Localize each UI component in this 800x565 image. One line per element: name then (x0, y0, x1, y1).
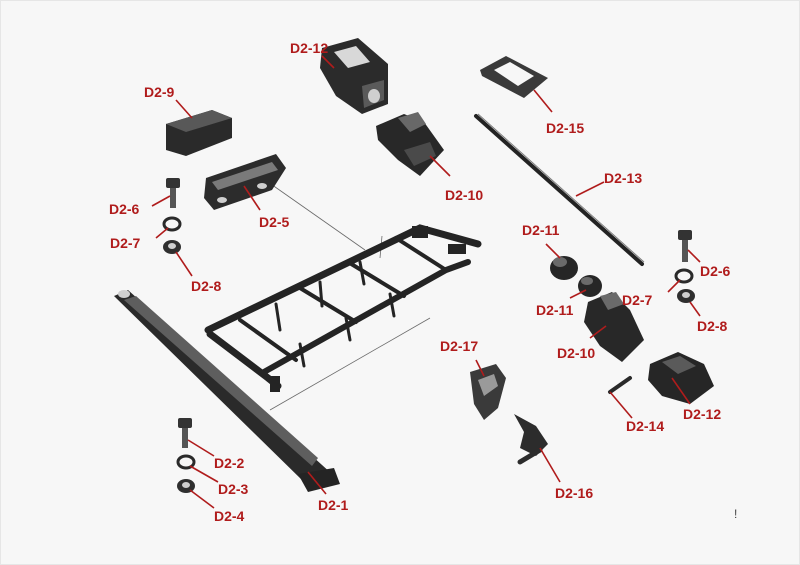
part-d2-7-left-washer (162, 216, 182, 232)
leader-d2-11-top (545, 243, 561, 259)
part-d2-17-clip (470, 364, 506, 420)
leader-lines (151, 55, 701, 509)
part-d2-7-right-washer (674, 268, 694, 284)
part-d2-11-bushing-bottom (578, 275, 602, 297)
label-d2-11-bottom: D2-11 (536, 302, 574, 318)
leader-d2-13 (575, 181, 605, 197)
label-d2-1: D2-1 (318, 497, 349, 513)
part-d2-14-pin (608, 376, 632, 394)
leader-d2-15 (533, 89, 553, 113)
part-d2-10-bottom-mount (584, 292, 644, 362)
label-d2-10-bottom: D2-10 (557, 345, 596, 361)
part-d2-2-bolt (178, 418, 192, 448)
label-d2-5: D2-5 (259, 214, 290, 230)
leader-d2-11-bottom (569, 289, 587, 299)
label-d2-9: D2-9 (144, 84, 175, 100)
label-d2-13: D2-13 (604, 170, 643, 186)
label-d2-17: D2-17 (440, 338, 479, 354)
part-d2-8-right-nut (677, 289, 695, 303)
leader-d2-7-left (155, 227, 169, 239)
label-d2-12-bottom: D2-12 (683, 406, 722, 422)
leader-d2-12-bottom (671, 377, 691, 405)
label-d2-10-top: D2-10 (445, 187, 484, 203)
part-d2-16-stud-bracket (514, 414, 548, 465)
label-d2-3: D2-3 (218, 481, 249, 497)
part-d2-9-block (166, 110, 232, 156)
part-d2-13-rod (474, 113, 645, 266)
leader-d2-10-bottom (589, 325, 607, 339)
leader-d2-16 (539, 447, 561, 483)
part-d2-12-top-bracket (320, 38, 388, 114)
leader-d2-9 (175, 99, 193, 119)
label-d2-2: D2-2 (214, 455, 245, 471)
label-d2-16: D2-16 (555, 485, 594, 501)
label-d2-12-top: D2-12 (290, 40, 329, 56)
label-d2-4: D2-4 (214, 508, 245, 524)
leader-d2-3 (189, 465, 219, 483)
part-d2-6-right-bolt (678, 230, 692, 262)
part-d2-5-channel (204, 154, 286, 210)
leader-d2-8-right (689, 301, 701, 317)
leader-d2-10-top (429, 155, 451, 177)
part-d2-11-bushing-top (550, 256, 578, 280)
part-d2-3-washer (176, 454, 196, 470)
leader-d2-5 (243, 185, 261, 211)
corner-mark: ! (734, 507, 737, 521)
part-d2-12-bottom-bracket (648, 352, 714, 404)
part-d2-6-left-bolt (166, 178, 180, 208)
leader-d2-8-left (175, 251, 193, 277)
leader-d2-6-left (151, 195, 171, 207)
part-d2-1-crossmember (114, 290, 340, 492)
leader-d2-17 (475, 359, 485, 377)
label-d2-14: D2-14 (626, 418, 665, 434)
part-subframe (204, 224, 482, 392)
leader-d2-7-right (667, 279, 681, 293)
leader-d2-12-top (321, 55, 335, 69)
leader-d2-14 (609, 391, 633, 419)
label-d2-8-left: D2-8 (191, 278, 222, 294)
part-d2-8-left-nut (163, 240, 181, 254)
label-d2-7-left: D2-7 (110, 235, 141, 251)
label-d2-7-right: D2-7 (622, 292, 653, 308)
part-d2-10-top-mount (376, 112, 444, 176)
label-d2-6-left: D2-6 (109, 201, 140, 217)
leader-d2-1 (307, 471, 327, 495)
label-d2-8-right: D2-8 (697, 318, 728, 334)
leader-d2-2 (187, 439, 215, 457)
leader-d2-6-right (687, 249, 701, 263)
label-d2-11-top: D2-11 (522, 222, 560, 238)
part-d2-15-shim (480, 56, 548, 98)
label-d2-15: D2-15 (546, 120, 585, 136)
leader-d2-4 (189, 489, 215, 509)
label-d2-6-right: D2-6 (700, 263, 731, 279)
